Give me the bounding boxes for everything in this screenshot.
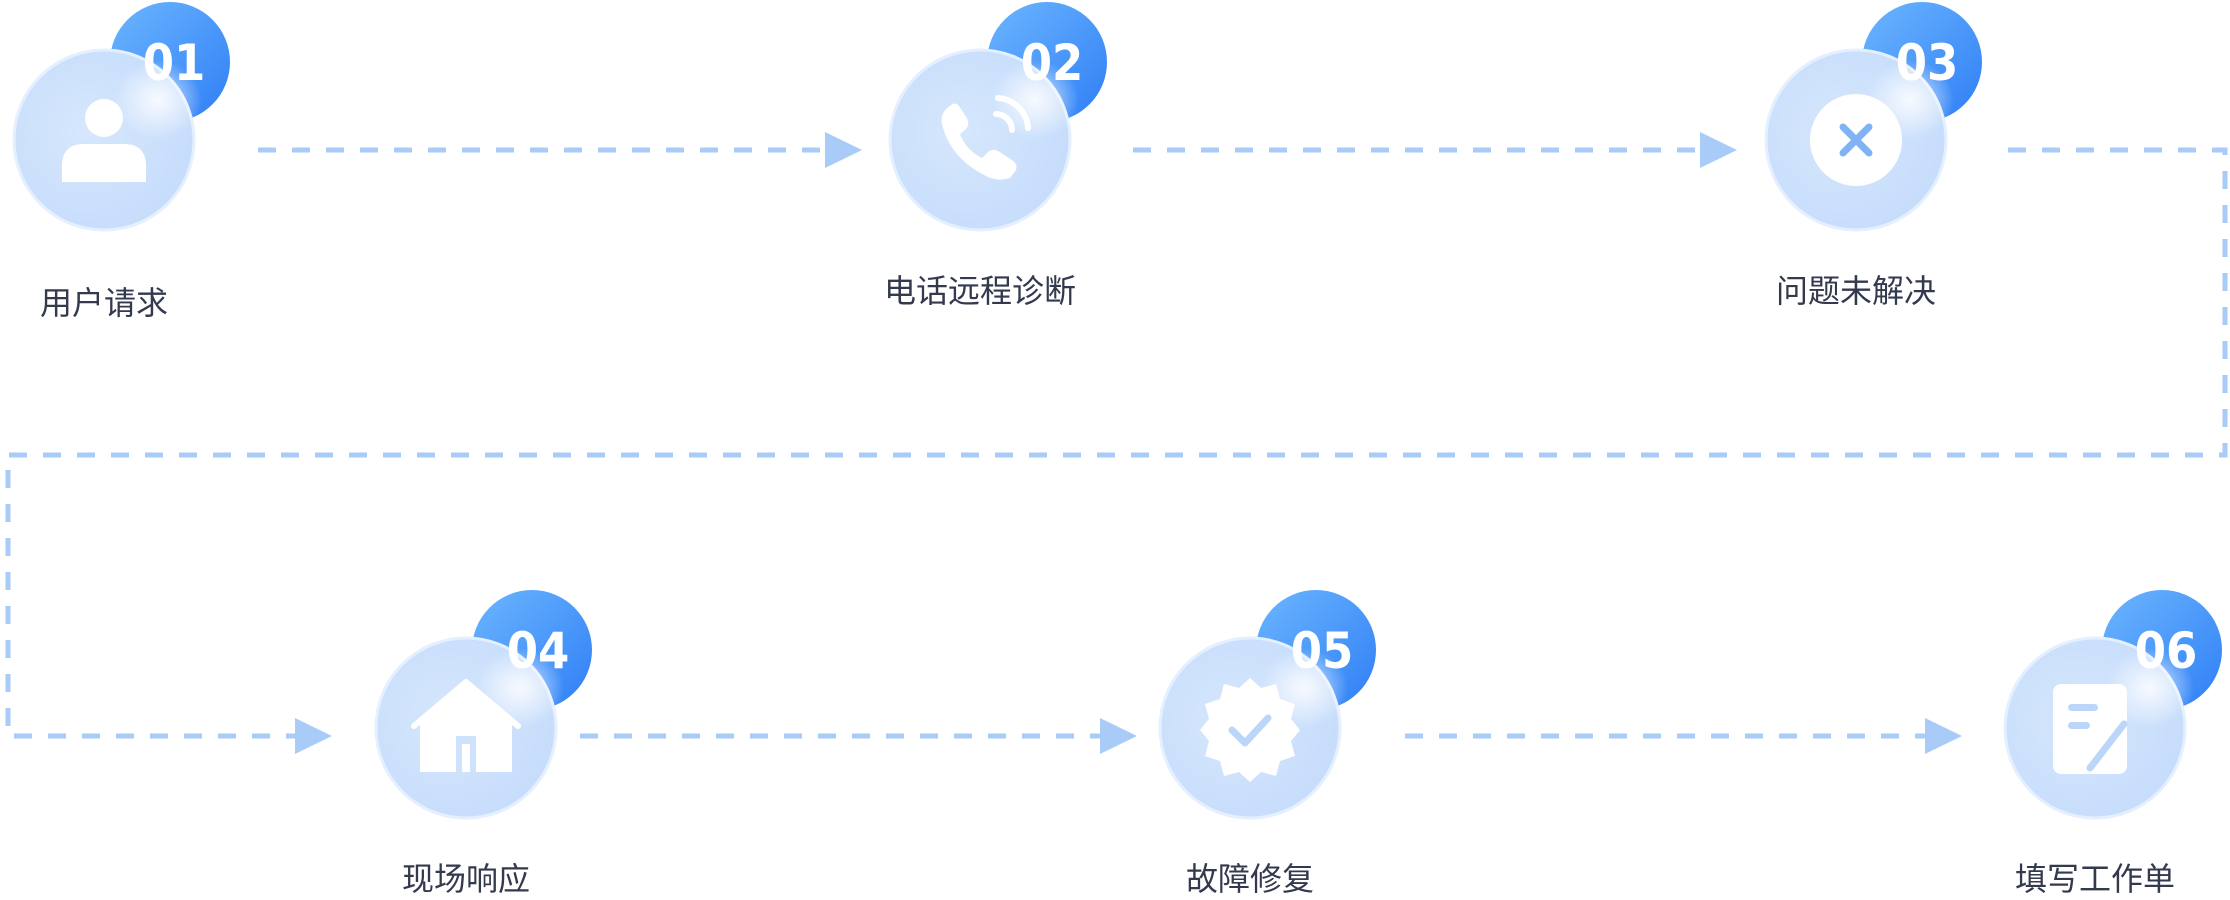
- step-01-label: 用户请求: [40, 284, 168, 322]
- step-01: 01 用户请求: [12, 2, 230, 322]
- connector-03-04: [5, 147, 2228, 739]
- connectors: [5, 132, 2228, 754]
- user-icon: [62, 99, 146, 182]
- step-06-label: 填写工作单: [2015, 860, 2175, 898]
- step-04-label: 现场响应: [402, 860, 530, 898]
- step-03-label: 问题未解决: [1776, 272, 1936, 310]
- arrow-head-05: [1100, 718, 1137, 754]
- step-03-number: 03: [1896, 34, 1959, 92]
- step-01-number: 01: [143, 34, 206, 92]
- step-06-number: 06: [2135, 622, 2198, 680]
- step-05: 05 故障修复: [1158, 590, 1376, 898]
- arrow-head-06: [1925, 718, 1962, 754]
- phone-call-icon: [941, 95, 1031, 180]
- step-05-label: 故障修复: [1186, 860, 1314, 898]
- arrow-head-02: [825, 132, 862, 168]
- step-05-number: 05: [1291, 622, 1354, 680]
- arrow-head-04: [295, 718, 332, 754]
- close-icon: [1810, 94, 1902, 186]
- step-04: 04 现场响应: [374, 590, 592, 898]
- step-04-number: 04: [507, 622, 570, 680]
- step-06: 06 填写工作单: [2003, 590, 2222, 898]
- home-icon: [411, 679, 521, 772]
- step-02-label: 电话远程诊断: [884, 272, 1076, 310]
- document-edit-icon: [2053, 684, 2128, 774]
- arrow-head-03: [1700, 132, 1737, 168]
- step-02-number: 02: [1021, 34, 1084, 92]
- verified-badge-icon: [1200, 678, 1300, 782]
- step-03: 03 问题未解决: [1764, 2, 1982, 310]
- step-02: 02 电话远程诊断: [884, 2, 1107, 310]
